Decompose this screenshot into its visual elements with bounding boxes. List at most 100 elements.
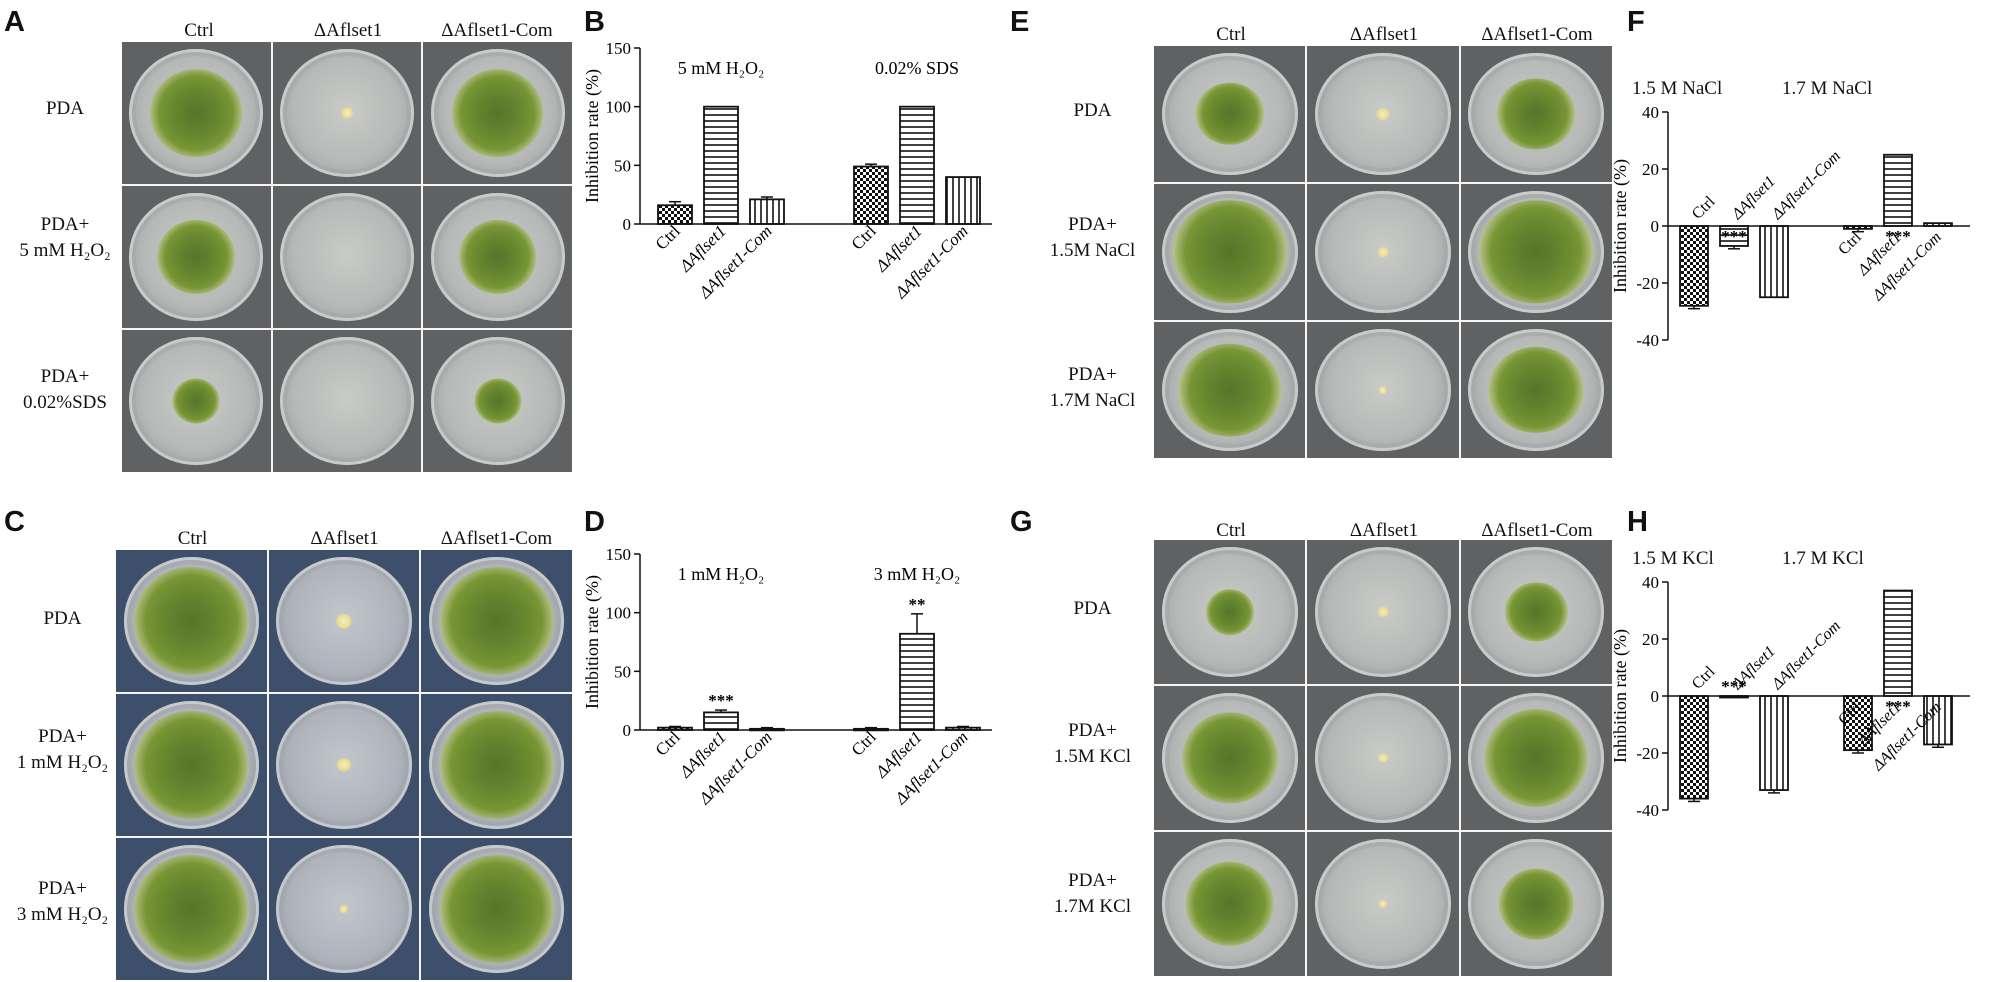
fungal-colony [1205,589,1254,635]
petri-dish [1161,328,1298,452]
petri-dish [276,845,412,973]
y-tick-label: 20 [1642,160,1659,179]
bar [1679,225,1709,307]
plate-cell [272,330,422,472]
x-category-label: Ctrl [848,727,880,759]
petri-dish [1314,52,1452,176]
group-title: 1.7 M NaCl [1782,78,1873,99]
petri-dish [428,557,565,685]
y-axis-label: Inhibition rate (%) [582,575,603,709]
plate-cell [1460,46,1612,182]
plate-row-label: PDA+1.5M NaCl [1049,214,1136,261]
plate-column-header: ΔAflset1-Com [441,20,553,41]
y-tick-label: 0 [1651,687,1660,706]
petri-dish [1161,839,1298,969]
petri-dish [1314,190,1452,314]
petri-dish [276,701,412,829]
plate-row-label: PDA+1.5M KCl [1053,720,1132,767]
plate-cell [1154,686,1306,830]
plate-cell [268,694,420,836]
fungal-colony [1505,582,1568,642]
petri-dish [1468,547,1605,677]
petri-dish [123,557,260,685]
fungal-colony [336,758,352,772]
group-title: 1 mM H₂O₂ [678,564,765,584]
plate-cell [116,694,267,836]
y-tick-label: 20 [1642,630,1659,649]
fungal-colony [1499,868,1574,940]
significance-stars: *** [1885,697,1911,716]
petri-dish [1314,839,1452,969]
petri-dish [123,701,260,829]
fungal-colony [1496,78,1576,150]
y-axis-label: Inhibition rate (%) [1612,159,1631,293]
group-title: 1.5 M KCl [1632,548,1714,569]
bar [1843,695,1873,752]
plate-column-header: ΔAflset1 [1349,24,1419,45]
y-tick-label: 100 [606,604,632,623]
x-category-label: ΔAflset1 [1728,643,1779,694]
plate-cell [1307,686,1459,830]
plate-cell [1307,46,1459,182]
significance-stars: *** [1721,677,1747,696]
bar [1883,589,1913,697]
petri-dish [1161,52,1298,176]
petri-dish [1161,693,1298,823]
panel-letter-c: C [4,506,25,538]
bar [703,711,739,731]
petri-dish [1161,190,1298,314]
x-category-label: ΔAflset1-Com [1768,148,1844,224]
plate-column-header: ΔAflset1 [310,528,379,549]
fungal-colony [451,69,544,157]
panel-letter-h: H [1627,506,1648,538]
fungal-colony [134,567,249,675]
plate-row-label: PDA [43,608,82,629]
fungal-colony [439,711,554,819]
plate-cell [1460,686,1612,830]
plate-row-label: PDA+1.7M NaCl [1049,364,1136,411]
petri-dish [428,701,565,829]
plate-cell [268,550,420,692]
plate-cell [1307,540,1459,684]
plate-row-label: PDA+1 mM H₂O₂ [16,726,109,773]
petri-dish [1468,52,1605,176]
fungal-colony [1378,900,1388,908]
fungal-colony [339,905,349,913]
panel-letter-e: E [1010,6,1030,38]
fungal-colony [1478,200,1594,304]
fungal-colony [336,613,352,629]
x-category-label: Ctrl [1689,193,1719,223]
x-category-label: Ctrl [652,727,684,759]
plate-photo-grid-a [122,42,572,472]
plate-cell [1307,322,1459,458]
plate-cell [423,330,572,472]
bar [1679,695,1709,800]
plate-cell [272,42,422,184]
plate-cell [268,838,420,980]
plate-column-header: ΔAflset1-Com [1481,24,1593,45]
plate-cell [1154,322,1306,458]
bar [853,165,889,225]
group-title: 5 mM H₂O₂ [678,58,765,78]
plate-cell [421,550,572,692]
y-tick-label: -20 [1636,744,1659,763]
fungal-colony [134,855,249,963]
plate-cell [1307,832,1459,976]
petri-dish [129,337,264,465]
plate-cell [1460,832,1612,976]
plate-cell [1154,540,1306,684]
y-tick-label: -20 [1636,274,1659,293]
bar [1883,153,1913,227]
y-tick-label: 150 [606,545,632,564]
bar [945,176,981,225]
plate-cell [1154,832,1306,976]
fungal-colony [1377,606,1389,618]
y-axis-label: Inhibition rate (%) [582,69,603,203]
plate-column-header: ΔAflset1-Com [1481,520,1593,541]
fungal-colony [1484,708,1588,808]
plate-cell [116,838,267,980]
y-tick-label: 100 [606,98,632,117]
petri-dish [1314,328,1452,452]
x-category-label: ΔAflset1 [1728,173,1779,224]
bar [1759,225,1789,299]
